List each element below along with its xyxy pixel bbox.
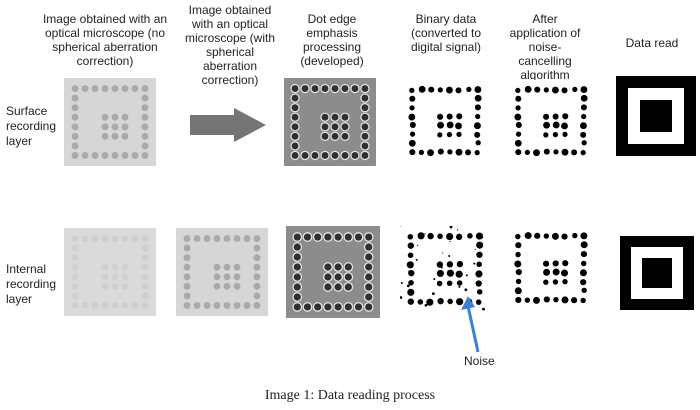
surface-microscope-image-no-correction <box>64 78 156 171</box>
surface-noise-cancelled-image <box>508 80 594 167</box>
noise-label: Noise <box>464 354 495 368</box>
column-header-6: Data read <box>625 36 679 50</box>
right-arrow-icon <box>190 108 266 147</box>
surface-binary-image <box>402 80 488 167</box>
internal-microscope-image-with-correction <box>176 228 268 321</box>
column-header-2: Image obtained with an optical microscop… <box>184 3 276 87</box>
noise-pointer-arrow <box>460 296 490 361</box>
row-label-surface: Surface recording layer <box>6 104 57 148</box>
column-header-1: Image obtained with an optical microscop… <box>42 12 168 68</box>
figure-caption: Image 1: Data reading process <box>264 388 436 403</box>
column-header-5: After application of noise-cancelling al… <box>509 12 581 82</box>
internal-dot-edge-image <box>286 226 380 323</box>
column-header-4: Binary data (converted to digital signal… <box>410 12 482 54</box>
row-label-internal: Internal recording layer <box>6 262 57 306</box>
surface-dot-edge-image <box>284 78 376 171</box>
internal-data-read-symbol <box>620 236 694 315</box>
internal-microscope-image-no-correction <box>64 228 156 321</box>
column-header-3: Dot edge emphasis processing (developed) <box>300 12 364 68</box>
internal-noise-cancelled-image <box>508 226 594 315</box>
surface-data-read-symbol <box>616 76 696 161</box>
internal-binary-image <box>399 225 490 317</box>
